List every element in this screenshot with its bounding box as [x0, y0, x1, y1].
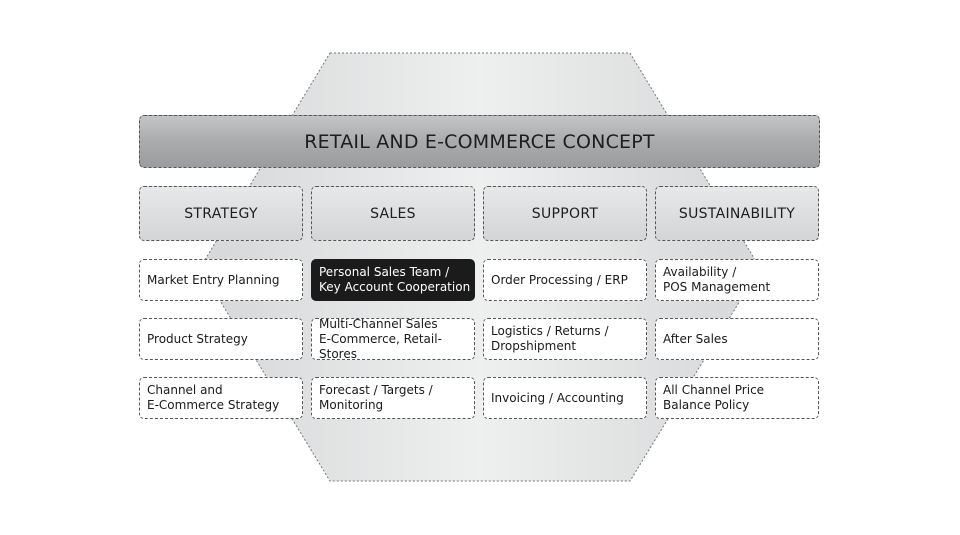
item-label: Market Entry Planning	[147, 272, 280, 287]
strategy-item-market-entry: Market Entry Planning	[139, 259, 303, 301]
concept-title: RETAIL AND E-COMMERCE CONCEPT	[304, 130, 655, 153]
column-header-sustainability: SUSTAINABILITY	[655, 186, 819, 241]
strategy-item-product-strategy: Product Strategy	[139, 318, 303, 360]
item-label: Logistics / Returns / Dropshipment	[491, 324, 609, 353]
column-header-label: SUSTAINABILITY	[678, 205, 796, 222]
column-header-label: STRATEGY	[184, 205, 258, 222]
column-header-sales: SALES	[311, 186, 475, 241]
strategy-item-channel-strategy: Channel and E-Commerce Strategy	[139, 377, 303, 419]
column-header-strategy: STRATEGY	[139, 186, 303, 241]
sales-item-personal-sales-team: Personal Sales Team / Key Account Cooper…	[311, 259, 475, 301]
item-label: Product Strategy	[147, 331, 248, 346]
sales-item-forecast: Forecast / Targets / Monitoring	[311, 377, 475, 419]
sustainability-item-price-policy: All Channel Price Balance Policy	[655, 377, 819, 419]
item-label: Invoicing / Accounting	[491, 390, 624, 405]
support-item-logistics: Logistics / Returns / Dropshipment	[483, 318, 647, 360]
sustainability-item-availability: Availability / POS Management	[655, 259, 819, 301]
item-label: Forecast / Targets / Monitoring	[319, 383, 433, 412]
sales-item-multi-channel: Multi-Channel Sales E-Commerce, Retail-S…	[311, 316, 475, 361]
item-label: Personal Sales Team / Key Account Cooper…	[319, 265, 471, 294]
column-header-label: SALES	[370, 205, 416, 222]
column-header-label: SUPPORT	[531, 205, 599, 222]
item-label: Availability / POS Management	[663, 265, 771, 294]
support-item-invoicing: Invoicing / Accounting	[483, 377, 647, 419]
concept-banner: RETAIL AND E-COMMERCE CONCEPT	[139, 115, 820, 168]
item-label: Channel and E-Commerce Strategy	[147, 383, 280, 412]
item-label: Multi-Channel Sales E-Commerce, Retail-S…	[319, 316, 442, 361]
column-header-support: SUPPORT	[483, 186, 647, 241]
item-label: Order Processing / ERP	[491, 272, 628, 287]
item-label: After Sales	[663, 331, 728, 346]
support-item-order-processing: Order Processing / ERP	[483, 259, 647, 301]
sustainability-item-after-sales: After Sales	[655, 318, 819, 360]
item-label: All Channel Price Balance Policy	[663, 383, 765, 412]
